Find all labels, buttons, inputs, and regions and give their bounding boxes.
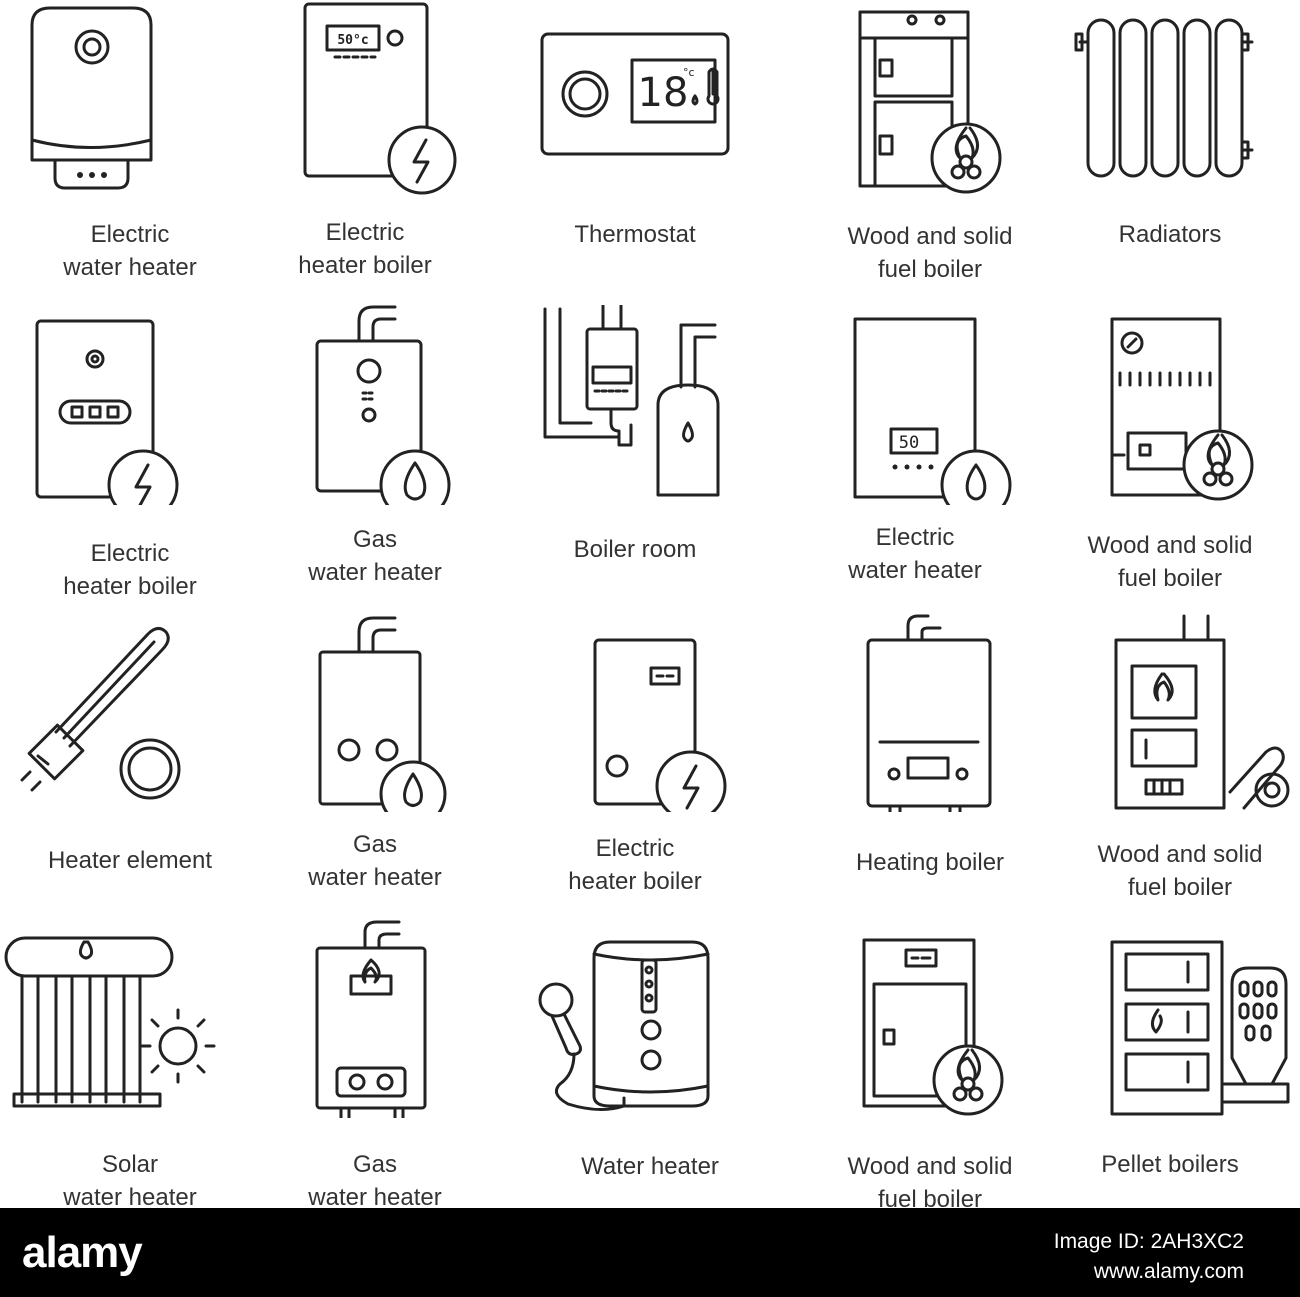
caption-line: Wood and solid bbox=[1087, 532, 1253, 559]
icon-caption: Gas water heater bbox=[245, 828, 505, 894]
icon-caption: Gas water heater bbox=[245, 1148, 505, 1214]
icon-caption: Wood and solid fuel boiler bbox=[800, 1150, 1060, 1216]
panel-temp-readout: 50 bbox=[899, 433, 919, 453]
icon-caption: Wood and solid fuel boiler bbox=[800, 220, 1060, 286]
caption-line: water heater bbox=[63, 254, 197, 281]
caption-line: Solar bbox=[101, 1151, 159, 1178]
caption-line: water heater bbox=[63, 1184, 197, 1211]
caption-line: fuel boiler bbox=[1117, 565, 1223, 592]
caption-line: Electric bbox=[90, 540, 170, 567]
electric-water-heater-icon bbox=[0, 0, 260, 200]
image-id: Image ID: 2AH3XC2 bbox=[1053, 1230, 1244, 1253]
caption-line: water heater bbox=[308, 864, 442, 891]
icon-caption: Pellet boilers bbox=[1040, 1148, 1300, 1181]
caption-line: Water heater bbox=[581, 1153, 719, 1180]
caption-line: Heating boiler bbox=[855, 849, 1005, 876]
caption-line: Wood and solid bbox=[847, 1153, 1013, 1180]
caption-line: Electric bbox=[595, 835, 675, 862]
icon-caption: Electric heater boiler bbox=[505, 832, 765, 898]
boiler-room-icon bbox=[505, 305, 765, 505]
electric-water-heater-icon: 50 bbox=[785, 305, 1045, 505]
caption-line: Electric bbox=[875, 524, 955, 551]
electric-heater-boiler-icon bbox=[505, 612, 765, 812]
heating-boiler-icon bbox=[800, 612, 1060, 812]
caption-line: Gas bbox=[352, 1151, 397, 1178]
caption-line: heater boiler bbox=[568, 868, 702, 895]
electric-heater-boiler-icon: 50°c bbox=[235, 0, 495, 200]
icon-caption: Gas water heater bbox=[245, 523, 505, 589]
gas-water-heater-icon bbox=[245, 305, 505, 505]
boiler-temp-readout: 50°c bbox=[337, 33, 368, 48]
caption-line: fuel boiler bbox=[877, 256, 983, 283]
icon-caption: Electric heater boiler bbox=[235, 216, 495, 282]
caption-line: Boiler room bbox=[573, 536, 697, 563]
solar-water-heater-icon bbox=[0, 918, 260, 1118]
caption-line: Electric bbox=[90, 221, 170, 248]
caption-line: water heater bbox=[308, 559, 442, 586]
gas-water-heater-icon bbox=[245, 612, 505, 812]
caption-line: Wood and solid bbox=[1097, 841, 1263, 868]
icon-caption: Electric heater boiler bbox=[0, 537, 260, 603]
electric-heater-boiler-icon bbox=[0, 305, 260, 505]
caption-line: heater boiler bbox=[298, 252, 432, 279]
caption-line: water heater bbox=[848, 557, 982, 584]
icon-caption: Wood and solid fuel boiler bbox=[1050, 838, 1300, 904]
icon-caption: Water heater bbox=[520, 1150, 780, 1183]
watermark-footer: alamy Image ID: 2AH3XC2 www.alamy.com bbox=[0, 1208, 1300, 1297]
gas-water-heater-icon bbox=[245, 918, 505, 1118]
thermostat-temp-readout: 18 bbox=[638, 70, 689, 116]
icon-caption: Boiler room bbox=[505, 533, 765, 566]
radiator-icon bbox=[1040, 0, 1300, 200]
caption-line: Pellet boilers bbox=[1101, 1151, 1239, 1178]
caption-line: Heater element bbox=[47, 847, 213, 874]
wood-solid-fuel-boiler-icon bbox=[1040, 305, 1300, 505]
wood-solid-fuel-boiler-icon bbox=[800, 0, 1060, 200]
caption-line: Thermostat bbox=[574, 221, 696, 248]
wood-solid-fuel-boiler-icon bbox=[1050, 612, 1300, 812]
water-heater-icon bbox=[520, 918, 780, 1118]
caption-line: Wood and solid bbox=[847, 223, 1013, 250]
alamy-logo: alamy bbox=[22, 1228, 143, 1277]
caption-line: Gas bbox=[352, 831, 397, 858]
thermostat-icon: 18 °c bbox=[505, 0, 765, 200]
caption-line: Gas bbox=[352, 526, 397, 553]
icon-caption: Heater element bbox=[0, 844, 260, 877]
caption-line: Radiators bbox=[1118, 221, 1222, 248]
icon-caption: Electric water heater bbox=[0, 218, 260, 284]
icon-caption: Electric water heater bbox=[785, 521, 1045, 587]
caption-line: Electric bbox=[325, 219, 405, 246]
caption-line: water heater bbox=[308, 1184, 442, 1211]
icon-caption: Solar water heater bbox=[0, 1148, 260, 1214]
footer-url: www.alamy.com bbox=[1093, 1260, 1244, 1283]
thermostat-unit: °c bbox=[683, 66, 695, 79]
caption-line: heater boiler bbox=[63, 573, 197, 600]
icon-caption: Thermostat bbox=[505, 218, 765, 251]
heater-element-icon bbox=[0, 612, 260, 812]
caption-line: fuel boiler bbox=[1127, 874, 1233, 901]
icon-caption: Radiators bbox=[1040, 218, 1300, 251]
icon-caption: Wood and solid fuel boiler bbox=[1040, 529, 1300, 595]
wood-solid-fuel-boiler-icon bbox=[800, 918, 1060, 1118]
icon-caption: Heating boiler bbox=[800, 846, 1060, 879]
pellet-boiler-icon bbox=[1040, 918, 1300, 1118]
